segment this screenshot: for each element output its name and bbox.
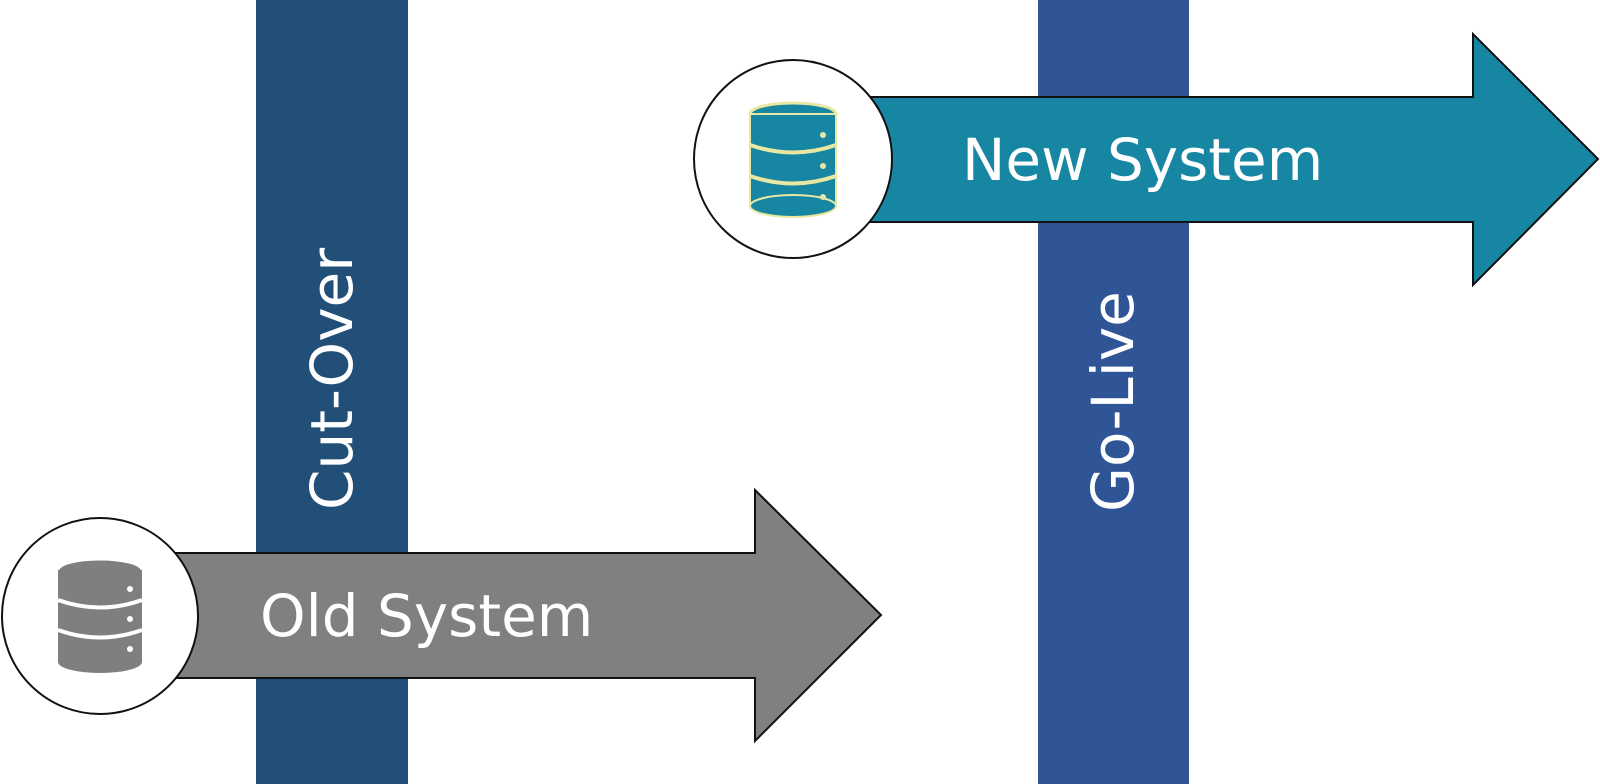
- old-system-arrow: Old System: [173, 487, 883, 744]
- old-system-label: Old System: [260, 582, 593, 650]
- database-icon: [748, 101, 838, 218]
- golive-label: Go-Live: [1079, 291, 1147, 512]
- new-system-arrow: New System: [859, 31, 1600, 288]
- old-system-arrow-shape: [173, 487, 883, 744]
- database-icon: [56, 557, 144, 673]
- new-system-arrow-shape: [859, 31, 1600, 288]
- new-system-node: [693, 59, 893, 259]
- old-system-node: [1, 517, 199, 715]
- cutover-label: Cut-Over: [298, 248, 366, 510]
- new-system-label: New System: [962, 126, 1323, 194]
